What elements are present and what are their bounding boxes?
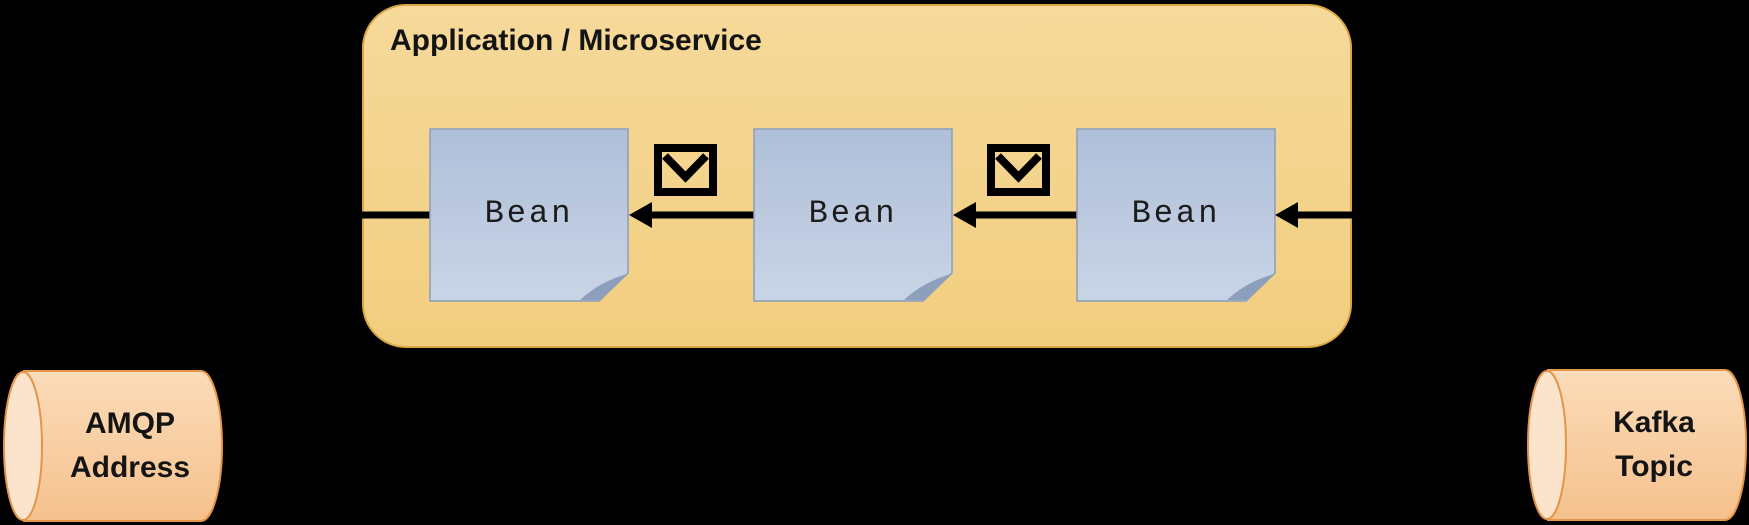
envelope-icon	[987, 144, 1050, 196]
arrow-head	[953, 202, 976, 228]
amqp-address-label: AMQP Address	[38, 370, 222, 522]
envelope-icon	[654, 144, 717, 196]
cylinder-cap	[1527, 370, 1567, 520]
amqp-label-line2: Address	[69, 451, 191, 484]
arrow-bean2-to-bean1	[629, 202, 754, 228]
arrow-head	[629, 202, 652, 228]
arrow-kafka-to-bean3	[1275, 202, 1620, 228]
arrow-bean3-to-bean2	[953, 202, 1077, 228]
folded-corner	[904, 274, 951, 300]
folded-corner	[580, 274, 627, 300]
bean-node-3: Bean	[1076, 128, 1276, 302]
bean-label: Bean	[1131, 194, 1221, 232]
bean-label: Bean	[808, 194, 898, 232]
folded-corner	[1227, 274, 1274, 300]
folded-note-shape	[429, 128, 629, 302]
cylinder-shape	[1527, 369, 1747, 521]
folded-note-shape	[753, 128, 953, 302]
kafka-topic-label: Kafka Topic	[1562, 369, 1746, 521]
kafka-label-line1: Kafka	[1613, 406, 1695, 439]
amqp-label-line1: AMQP	[85, 407, 175, 440]
kafka-topic-cylinder: Kafka Topic	[1526, 369, 1748, 521]
folded-note-shape	[1076, 128, 1276, 302]
amqp-address-cylinder: AMQP Address	[2, 370, 224, 522]
bean-node-2: Bean	[753, 128, 953, 302]
kafka-label-line2: Topic	[1615, 450, 1693, 483]
bean-node-1: Bean	[429, 128, 629, 302]
cylinder-cap	[3, 371, 43, 521]
cylinder-shape	[3, 370, 223, 522]
application-title: Application / Microservice	[390, 24, 762, 57]
bean-label: Bean	[484, 194, 574, 232]
arrow-head	[1275, 202, 1298, 228]
